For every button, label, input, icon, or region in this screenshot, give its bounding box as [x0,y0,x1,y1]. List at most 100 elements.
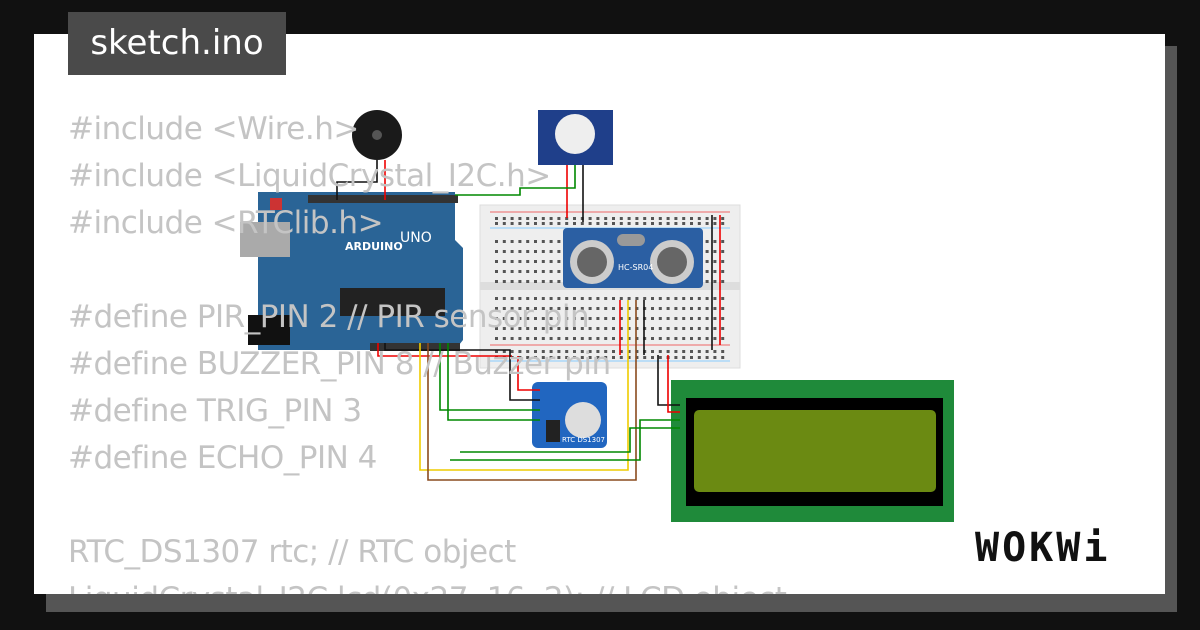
breadboard-hole [651,297,654,300]
breadboard-hole [526,327,530,330]
breadboard-hole [658,327,662,330]
breadboard-hole [705,240,709,243]
breadboard-hole [705,337,709,340]
breadboard-hole [651,327,654,330]
breadboard-hole [534,270,537,273]
breadboard-hole [580,222,584,225]
breadboard-hole [495,350,498,353]
breadboard-hole [541,297,545,300]
breadboard-hole [549,350,553,353]
breadboard-hole [557,240,561,243]
breadboard-hole [534,307,537,310]
breadboard-hole [549,356,553,359]
breadboard-hole [643,222,647,225]
breadboard-hole [510,317,514,320]
breadboard-hole [658,337,662,340]
breadboard-hole [651,307,654,310]
breadboard-hole [619,297,623,300]
breadboard-hole [495,240,498,243]
breadboard-hole [705,260,709,263]
breadboard-hole [658,222,662,225]
breadboard-hole [534,356,537,359]
breadboard-hole [666,317,670,320]
breadboard-hole [604,297,608,300]
breadboard-hole [502,327,506,330]
breadboard-hole [690,337,693,340]
breadboard-hole [502,350,506,353]
breadboard-hole [596,337,600,340]
breadboard-hole [573,356,576,359]
breadboard-hole [619,356,623,359]
breadboard-hole [580,307,584,310]
breadboard-hole [557,356,561,359]
breadboard-hole [526,240,530,243]
breadboard-hole [682,217,686,220]
breadboard-hole [518,222,522,225]
breadboard-hole [510,337,514,340]
breadboard-hole [588,222,592,225]
breadboard-hole [565,350,569,353]
breadboard-hole [565,317,569,320]
breadboard-hole [658,317,662,320]
breadboard-hole [588,307,592,310]
breadboard-hole [713,350,717,353]
breadboard-hole [502,260,506,263]
breadboard-hole [705,350,709,353]
breadboard-hole [596,217,600,220]
breadboard-hole [588,317,592,320]
breadboard-hole [658,307,662,310]
breadboard-hole [502,356,506,359]
breadboard-hole [713,217,717,220]
sketch-title: sketch.ino [68,12,286,75]
breadboard-hole [697,356,701,359]
breadboard-hole [721,222,725,225]
breadboard-hole [502,317,506,320]
breadboard-hole [619,337,623,340]
breadboard-hole [666,222,670,225]
breadboard-hole [541,250,545,253]
breadboard-hole [690,297,693,300]
breadboard-hole [526,217,530,220]
breadboard-hole [666,327,670,330]
breadboard-hole [690,307,693,310]
breadboard-hole [588,350,592,353]
breadboard-hole [534,240,537,243]
breadboard-hole [705,222,709,225]
breadboard-hole [518,240,522,243]
breadboard-hole [518,317,522,320]
breadboard-hole [674,350,678,353]
breadboard-hole [713,327,717,330]
breadboard-hole [596,297,600,300]
breadboard-hole [682,222,686,225]
breadboard-hole [651,317,654,320]
breadboard-hole [658,217,662,220]
breadboard-hole [541,240,545,243]
breadboard-hole [565,217,569,220]
arduino-uno: ARDUINO UNO [240,192,463,351]
breadboard-hole [612,222,615,225]
breadboard-hole [619,350,623,353]
breadboard-hole [682,337,686,340]
breadboard-hole [502,270,506,273]
breadboard-hole [619,222,623,225]
breadboard-hole [565,356,569,359]
breadboard-hole [705,270,709,273]
breadboard-hole [510,260,514,263]
breadboard-hole [690,356,693,359]
breadboard-hole [580,317,584,320]
breadboard-hole [612,297,615,300]
breadboard-hole [573,350,576,353]
breadboard-hole [690,327,693,330]
breadboard-hole [612,317,615,320]
breadboard-hole [549,260,553,263]
breadboard-hole [588,217,592,220]
breadboard-hole [596,350,600,353]
breadboard-hole [541,327,545,330]
breadboard-hole [674,317,678,320]
breadboard-hole [580,337,584,340]
breadboard-hole [674,297,678,300]
breadboard-hole [510,250,514,253]
breadboard-hole [713,240,717,243]
breadboard-hole [674,217,678,220]
breadboard-hole [534,260,537,263]
